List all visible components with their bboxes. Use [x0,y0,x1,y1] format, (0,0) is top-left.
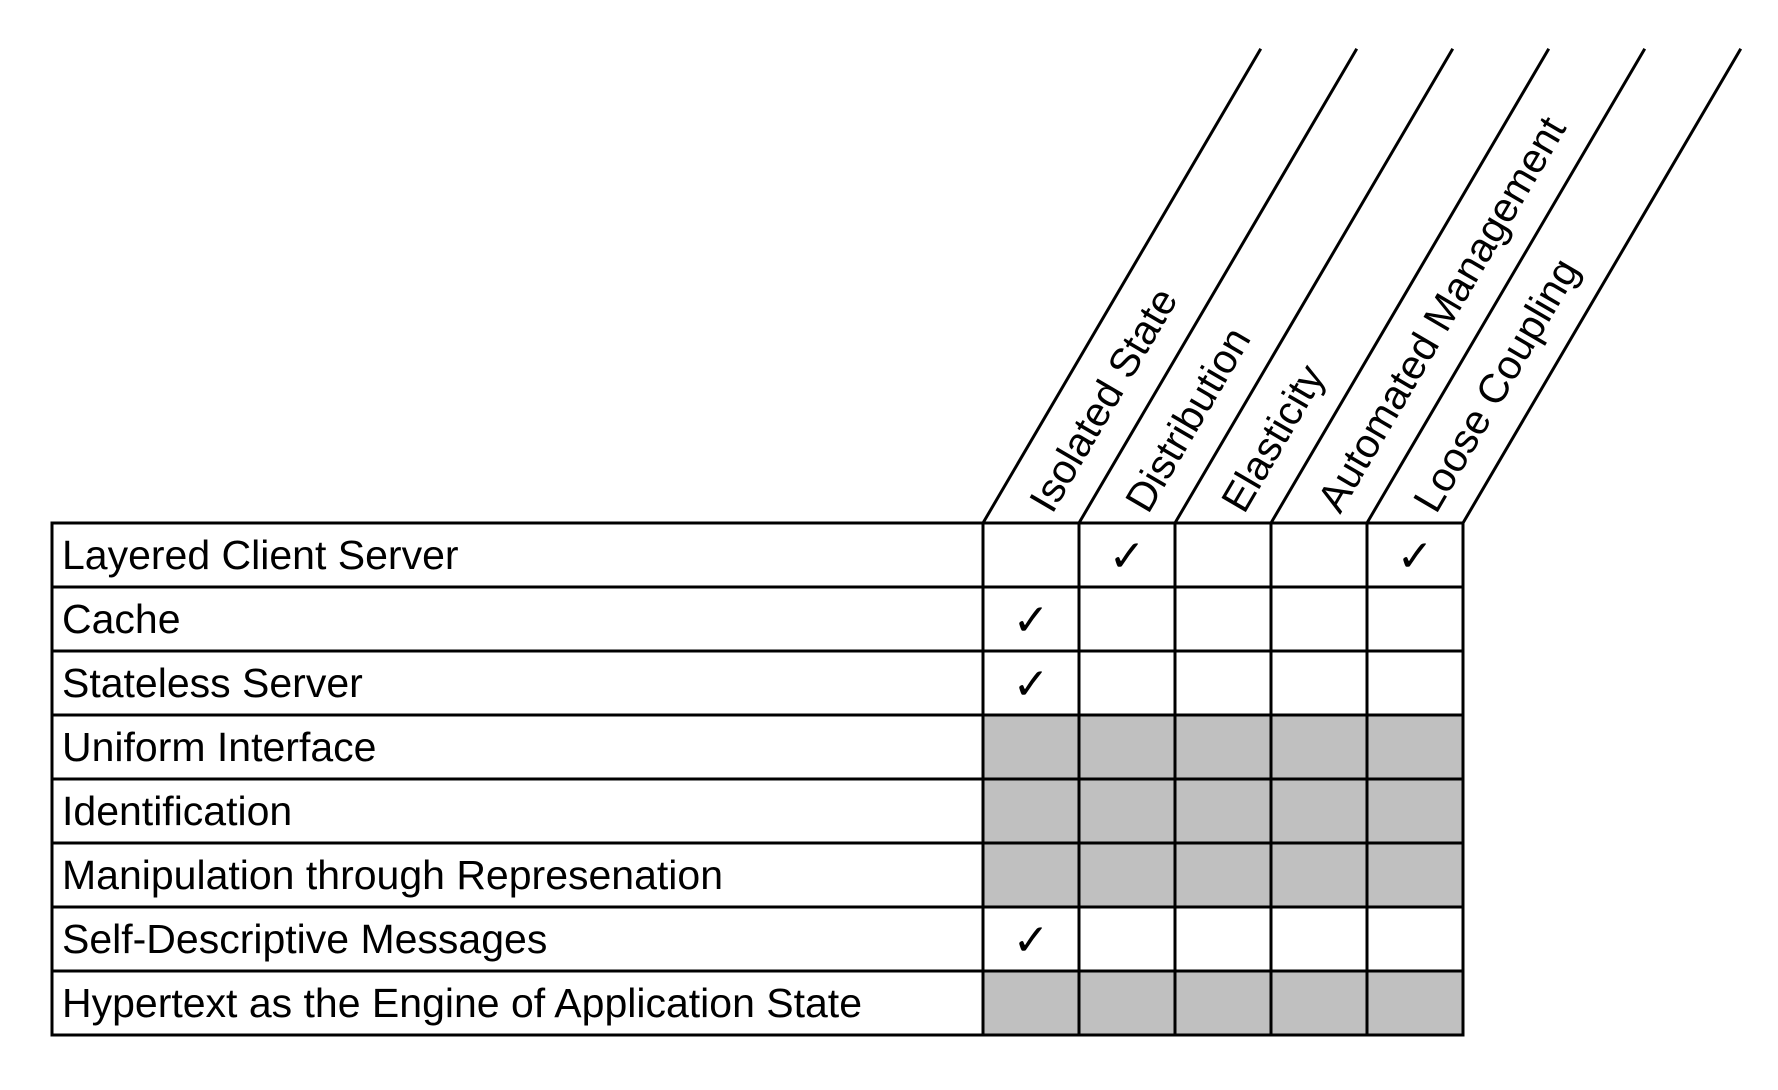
checked-cell [1367,523,1463,587]
row-label: Manipulation through Represenation [62,852,723,898]
header-slant-line [1172,47,1455,526]
not-applicable-cell [1367,715,1463,779]
not-applicable-cell [983,779,1079,843]
row-label: Uniform Interface [62,724,376,770]
header-slant-line [1364,47,1647,526]
empty-cell [1271,651,1367,715]
row-label: Layered Client Server [62,532,459,578]
checked-cell [1079,523,1175,587]
not-applicable-cell [1367,779,1463,843]
empty-cell [1079,907,1175,971]
checked-cell [983,587,1079,651]
not-applicable-cell [1271,843,1367,907]
header-slant-line [1076,47,1359,526]
not-applicable-cell [1079,843,1175,907]
not-applicable-cell [983,715,1079,779]
empty-cell [1175,907,1271,971]
not-applicable-cell [1271,779,1367,843]
not-applicable-cell [1079,715,1175,779]
not-applicable-cell [1367,843,1463,907]
empty-cell [1271,523,1367,587]
row-label: Identification [62,788,292,834]
empty-cell [1079,651,1175,715]
not-applicable-cell [1175,779,1271,843]
not-applicable-cell [1079,971,1175,1035]
header-slant-line [1460,47,1743,526]
empty-cell [1367,587,1463,651]
empty-cell [1175,523,1271,587]
empty-cell [983,523,1079,587]
not-applicable-cell [983,971,1079,1035]
matrix-grid-lines [50,47,1743,1037]
check-mark-icon: ✓ [1109,531,1146,582]
header-slant-line [980,47,1263,526]
empty-cell [1367,651,1463,715]
row-label: Hypertext as the Engine of Application S… [62,980,862,1026]
not-applicable-cell [1271,715,1367,779]
check-mark-icon: ✓ [1013,595,1050,646]
empty-cell [1175,651,1271,715]
check-mark-icon: ✓ [1397,531,1434,582]
empty-cell [1271,907,1367,971]
empty-cell [1367,907,1463,971]
checked-cell [983,651,1079,715]
not-applicable-cell [1175,715,1271,779]
not-applicable-cell [1367,971,1463,1035]
header-slant-line [1268,47,1551,526]
empty-cell [1175,587,1271,651]
empty-cell [1271,587,1367,651]
check-mark-icon: ✓ [1013,659,1050,710]
check-mark-icon: ✓ [1013,915,1050,966]
checked-cell [983,907,1079,971]
not-applicable-cell [983,843,1079,907]
matrix-cells [983,523,1463,1035]
not-applicable-cell [1079,779,1175,843]
empty-cell [1079,587,1175,651]
not-applicable-cell [1271,971,1367,1035]
not-applicable-cell [1175,971,1271,1035]
row-label: Self-Descriptive Messages [62,916,547,962]
not-applicable-cell [1175,843,1271,907]
row-label: Cache [62,596,181,642]
row-label: Stateless Server [62,660,363,706]
